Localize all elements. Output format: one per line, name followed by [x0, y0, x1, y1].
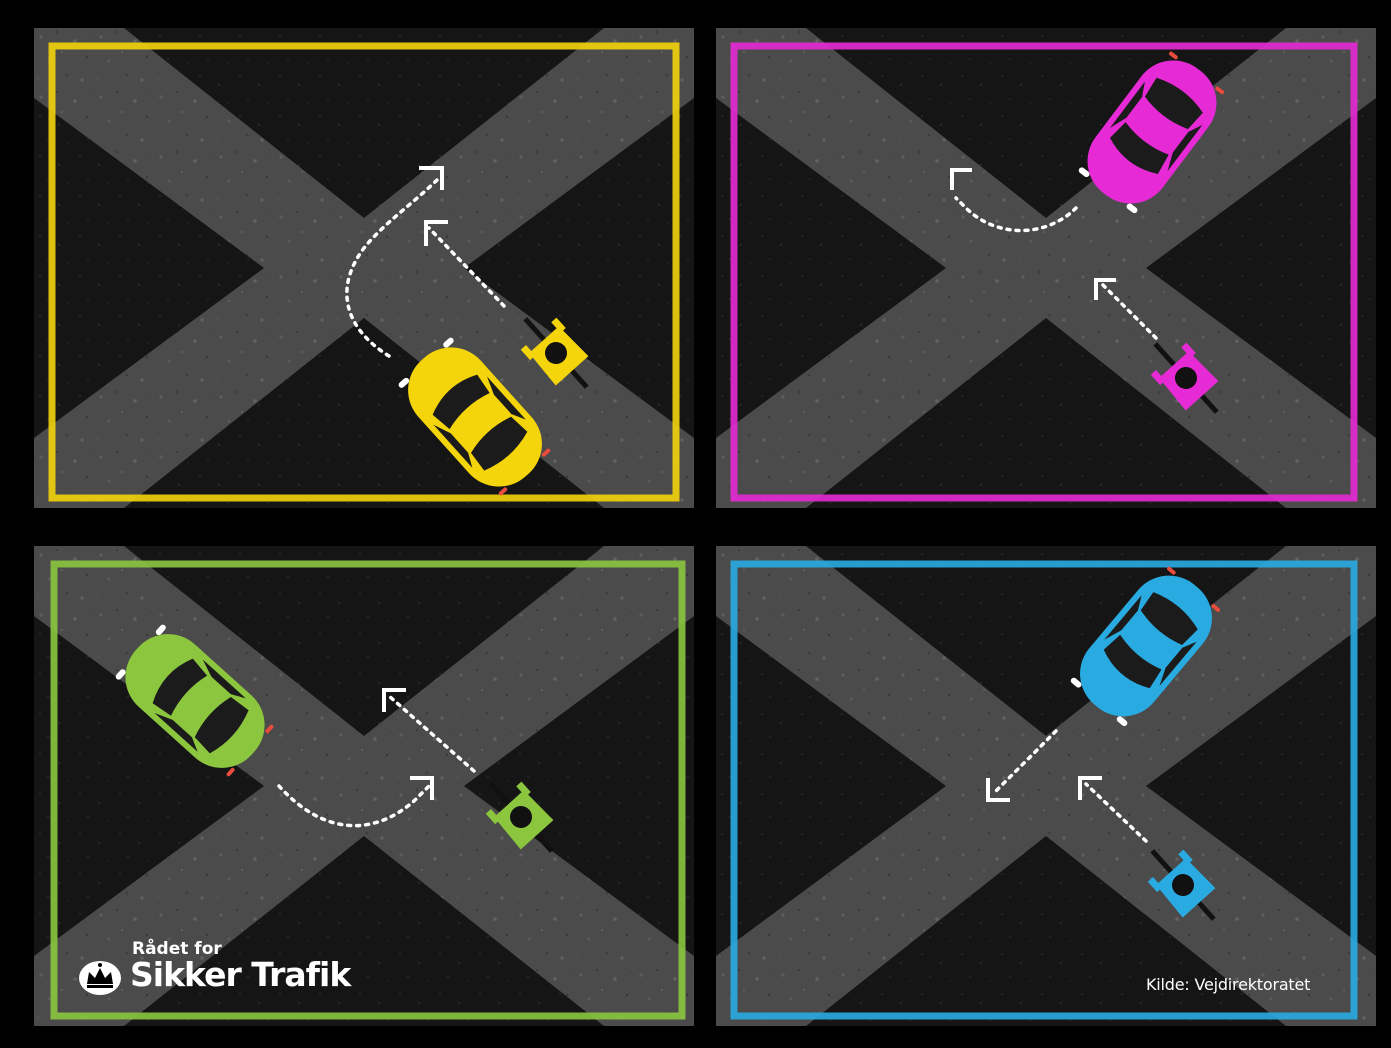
scenario-panel-magenta — [716, 28, 1376, 508]
crown-icon — [78, 956, 122, 996]
source-credit: Kilde: Vejdirektoratet — [1146, 975, 1310, 994]
logo: Rådet for Sikker Trafik — [78, 938, 388, 998]
scenario-panel-blue — [716, 546, 1376, 1026]
logo-line2: Sikker Trafik — [130, 955, 350, 994]
scenario-panel-yellow — [34, 28, 694, 508]
